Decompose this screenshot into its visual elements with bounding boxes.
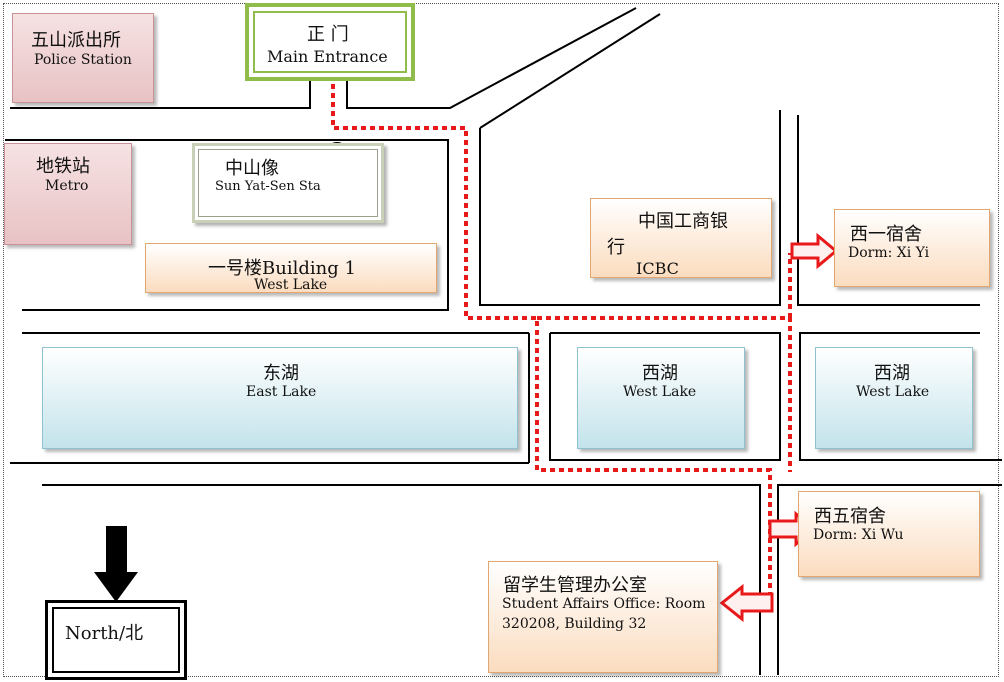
map-frame (3, 3, 999, 677)
metro-cn: 地铁站 (36, 156, 90, 177)
east-lake-en: East Lake (246, 384, 317, 400)
main-entrance-en: Main Entrance (267, 47, 388, 66)
road (346, 7, 637, 109)
west-lake-box: 西湖 West Lake (577, 347, 745, 449)
student-affairs-box: 留学生管理办公室 Student Affairs Office: Room 32… (488, 561, 718, 673)
dorm-xiwu-cn: 西五宿舍 (814, 506, 886, 527)
west-lake-en: West Lake (856, 384, 930, 400)
police-station-en: Police Station (34, 52, 132, 68)
west-lake-en: West Lake (623, 384, 697, 400)
sun-yat-sen-en: Sun Yat-Sen Sta (215, 179, 321, 194)
road (479, 13, 661, 129)
main-entrance-inner-frame (253, 11, 407, 73)
icbc-en: ICBC (636, 259, 679, 278)
road (479, 110, 781, 306)
road (799, 332, 1002, 461)
route-path (331, 75, 772, 604)
road (549, 332, 781, 461)
metro-box: 地铁站 Metro (4, 143, 132, 245)
east-lake-box: 东湖 East Lake (42, 347, 518, 449)
main-entrance-box: 正 门 Main Entrance (245, 3, 415, 81)
road (5, 139, 449, 311)
roads (5, 7, 1002, 675)
building1-box: 一号楼Building 1 West Lake (145, 243, 437, 293)
compass-label: North/北 (65, 623, 144, 644)
west-lake-box: 西湖 West Lake (815, 347, 973, 449)
road (797, 115, 980, 306)
student-affairs-en-line2: 320208, Building 32 (502, 616, 647, 632)
dorm-xiwu-box: 西五宿舍 Dorm: Xi Wu (798, 491, 980, 577)
dorm-xiwu-en: Dorm: Xi Wu (813, 527, 904, 543)
icbc-cn-line1: 中国工商银 (638, 211, 728, 232)
road (777, 484, 1002, 675)
building1-en: West Lake (254, 277, 328, 293)
main-entrance-cn: 正 门 (307, 24, 349, 45)
compass-inner-frame (52, 607, 180, 673)
dorm-xiyi-cn: 西一宿舍 (850, 224, 922, 245)
police-station-box: 五山派出所 Police Station (12, 13, 154, 103)
building1-label: 一号楼Building 1 (208, 258, 356, 279)
police-station-cn: 五山派出所 (31, 30, 121, 51)
dorm-xiyi-box: 西一宿舍 Dorm: Xi Yi (834, 209, 990, 287)
compass-box: North/北 (45, 600, 187, 680)
icbc-cn-line2: 行 (607, 237, 625, 258)
sun-yat-sen-cn: 中山像 (225, 158, 279, 179)
sun-yat-sen-inner-frame (198, 149, 378, 217)
student-affairs-en-line1: Student Affairs Office: Room (502, 596, 706, 612)
icbc-box: 中国工商银 行 ICBC (590, 198, 772, 278)
metro-en: Metro (45, 178, 89, 194)
west-lake-cn: 西湖 (874, 363, 910, 384)
student-affairs-cn: 留学生管理办公室 (503, 575, 647, 596)
west-lake-cn: 西湖 (642, 363, 678, 384)
sun-yat-sen-statue-box: 中山像 Sun Yat-Sen Sta (192, 143, 384, 223)
arrow-right-icon (790, 232, 839, 270)
arrow-left-icon (719, 583, 774, 623)
arrow-down-icon (94, 526, 138, 602)
east-lake-cn: 东湖 (263, 363, 299, 384)
dorm-xiyi-en: Dorm: Xi Yi (848, 245, 930, 261)
